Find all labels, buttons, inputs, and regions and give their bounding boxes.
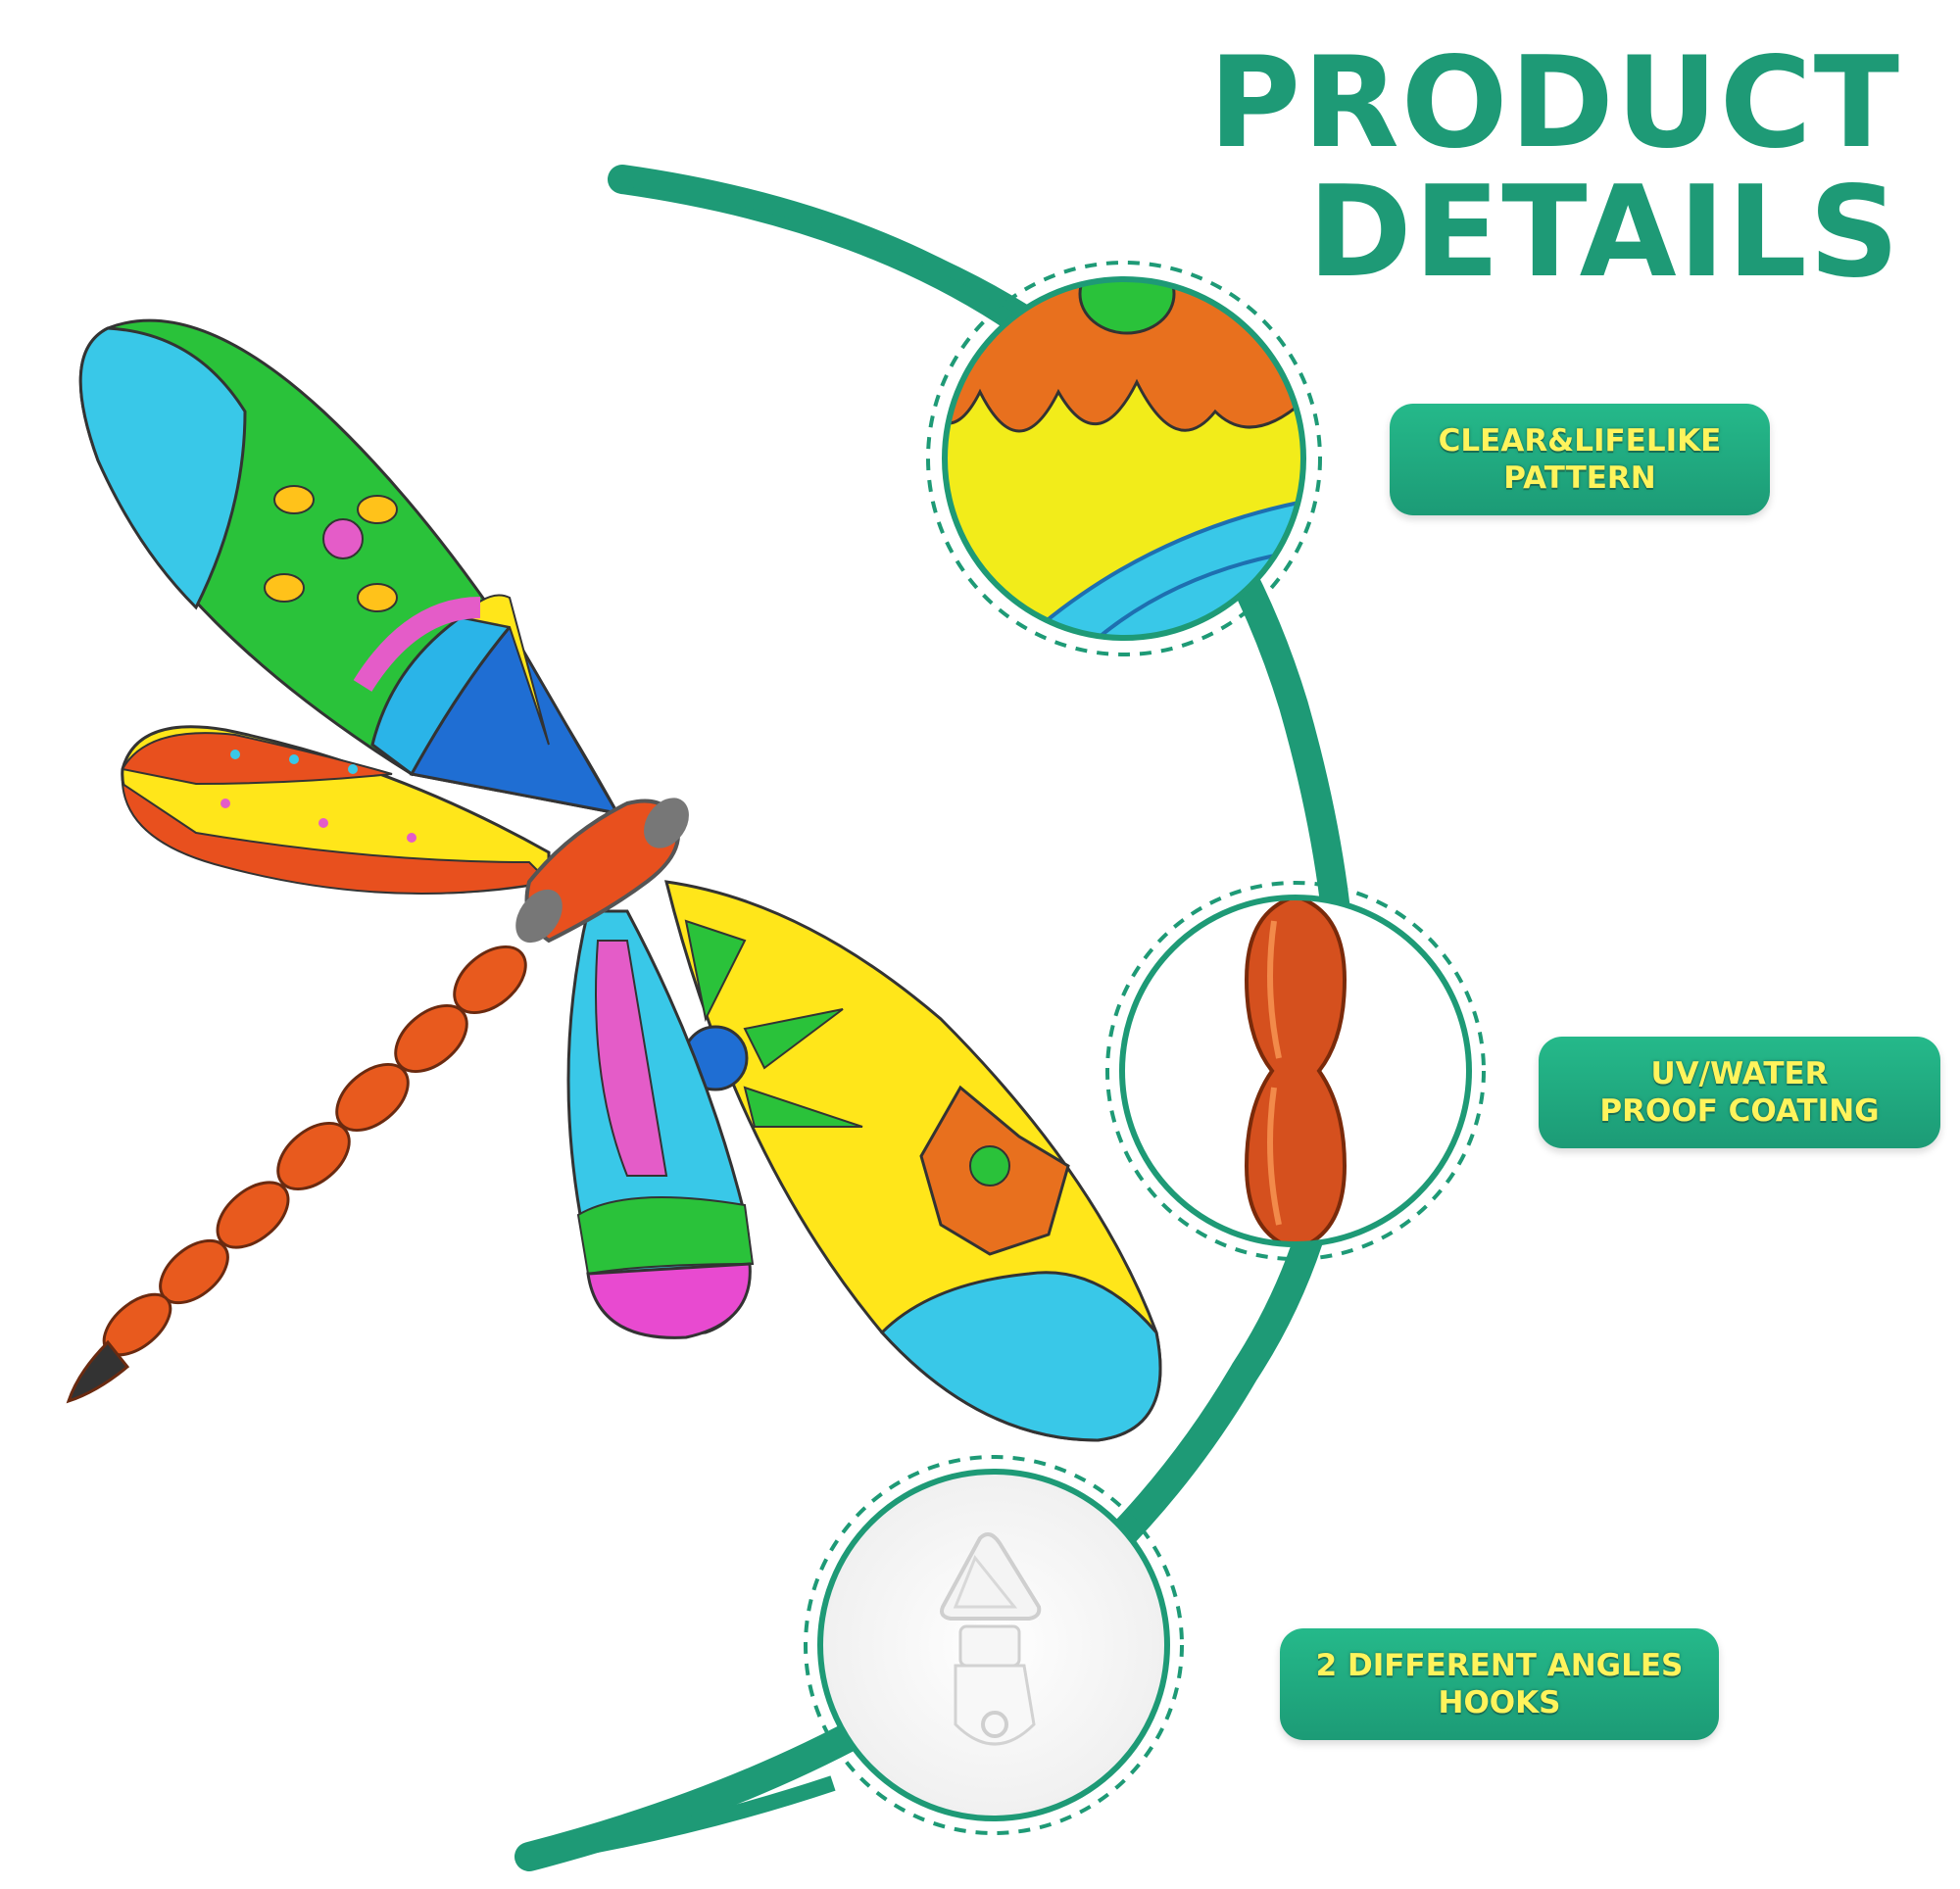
feature-badge-text: 2 DIFFERENT ANGLES <box>1315 1648 1684 1683</box>
feature-badge-text: CLEAR&LIFELIKE <box>1438 423 1722 459</box>
feature-badge-text: PATTERN <box>1503 460 1656 496</box>
feature-badge-text: UV/WATER <box>1650 1056 1829 1091</box>
hook-closeup <box>804 1455 1184 1835</box>
feature-badge-text: HOOKS <box>1438 1685 1561 1720</box>
feature-badge-hooks: 2 DIFFERENT ANGLES HOOKS <box>1280 1628 1719 1740</box>
page-title: PRODUCT DETAILS <box>1156 39 1901 298</box>
feature-badge-pattern: CLEAR&LIFELIKE PATTERN <box>1390 404 1770 515</box>
title-line-1: PRODUCT <box>1208 30 1901 176</box>
dragonfly-illustration <box>66 318 1162 1442</box>
body-coating-closeup <box>1105 881 1486 1261</box>
feature-badge-text: PROOF COATING <box>1599 1093 1880 1129</box>
feature-badge-coating: UV/WATER PROOF COATING <box>1539 1037 1940 1148</box>
title-line-2: DETAILS <box>1307 160 1901 306</box>
